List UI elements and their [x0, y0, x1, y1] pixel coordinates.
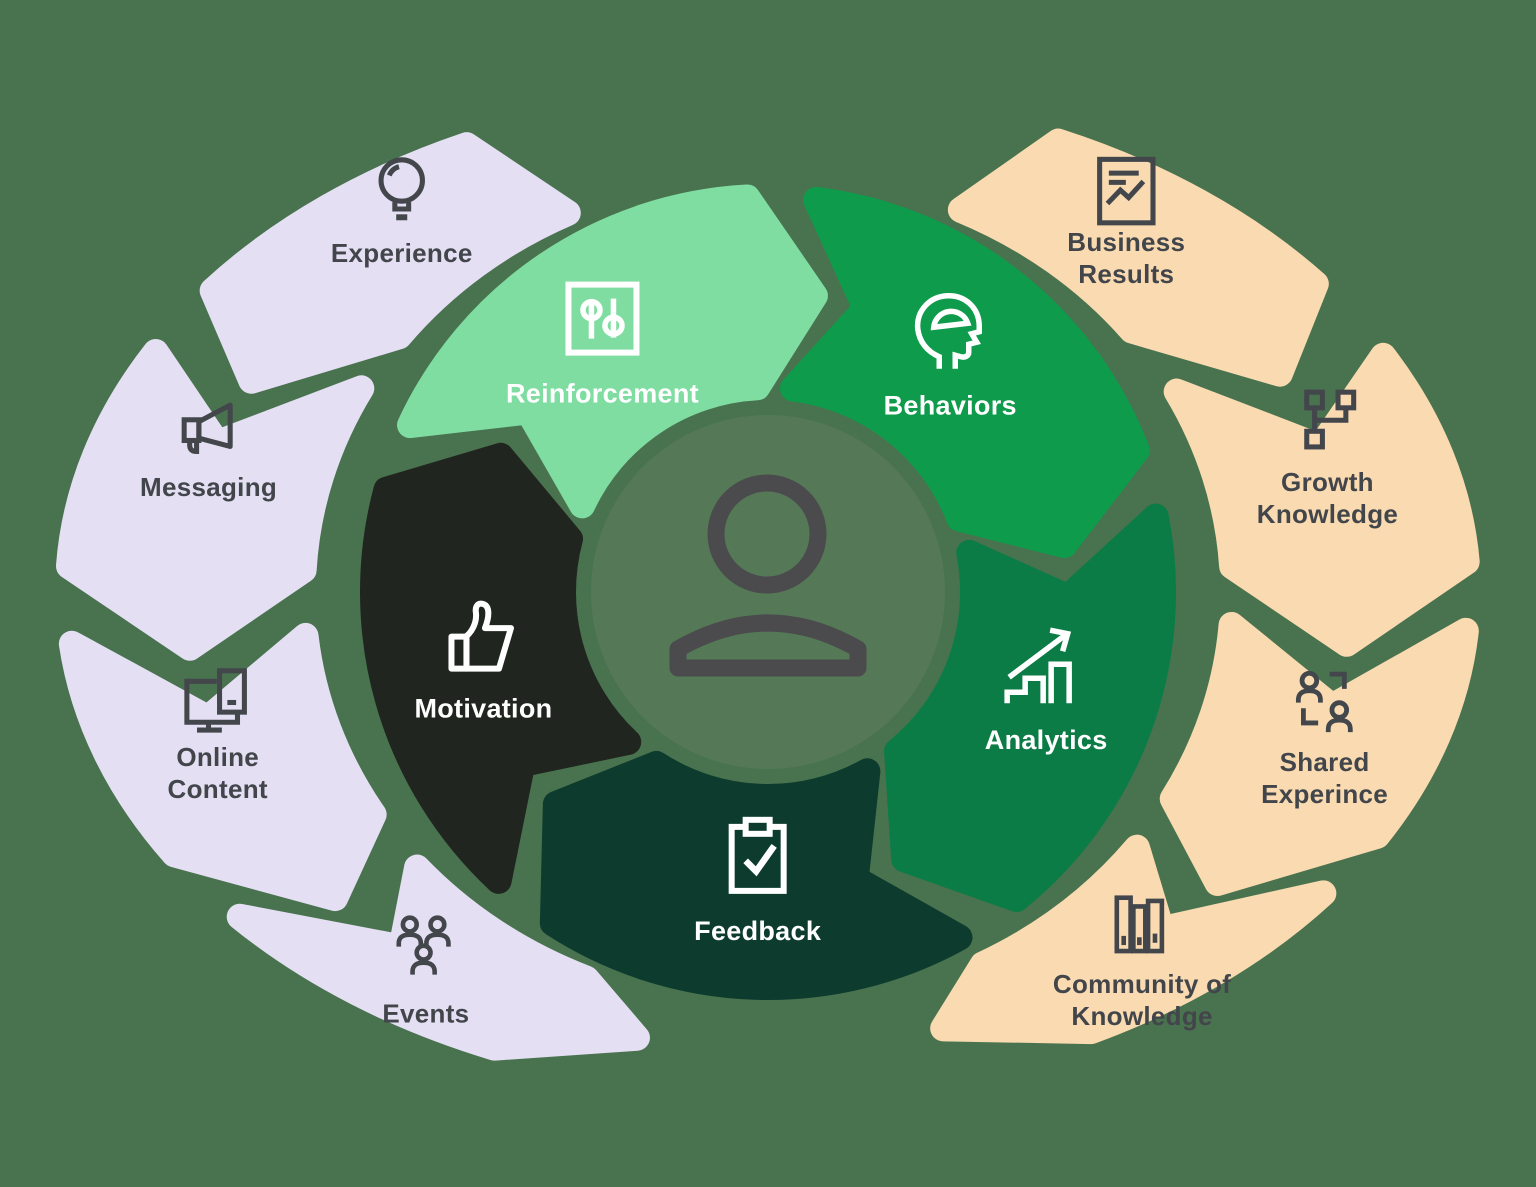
online-content-shape [58, 622, 387, 912]
org-nodes-icon [1304, 389, 1357, 450]
thumbs-up-icon [448, 600, 514, 672]
segment-feedback: Feedback [539, 750, 973, 1000]
segment-business-results: Business Results [947, 128, 1329, 387]
books-icon [1114, 895, 1165, 954]
segment-shared-experience: Shared Experince [1159, 611, 1479, 897]
outer-left-ring: Experience Messaging Online Content [55, 132, 650, 1061]
experience-label: Experience [331, 238, 473, 268]
inner-ring: Reinforcement Behaviors Analytics [360, 184, 1176, 1000]
motivation-label: Motivation [414, 694, 552, 724]
reinforcement-label: Reinforcement [506, 379, 699, 409]
community-knowledge-label-line1: Community of [1053, 969, 1231, 999]
segment-analytics: Analytics [884, 503, 1176, 912]
growth-knowledge-label-line2: Knowledge [1257, 499, 1398, 529]
shared-experience-label-line1: Shared [1280, 747, 1370, 777]
report-chart-icon [1097, 156, 1156, 226]
community-knowledge-label-line2: Knowledge [1071, 1001, 1212, 1031]
segment-behaviors: Behaviors [779, 186, 1150, 559]
segment-experience: Experience [199, 132, 581, 394]
messaging-shape [55, 339, 375, 661]
business-results-label-line1: Business [1067, 227, 1185, 257]
outer-right-ring: Business Results Growth Knowledge [930, 128, 1480, 1045]
growth-knowledge-shape [1163, 342, 1480, 657]
megaphone-icon [181, 402, 233, 455]
segment-messaging: Messaging [55, 339, 375, 661]
head-brain-icon [914, 292, 982, 369]
segment-online-content: Online Content [58, 622, 387, 912]
center-hub [591, 415, 945, 769]
shared-experience-shape [1159, 611, 1479, 897]
lightbulb-icon [378, 157, 425, 221]
events-label: Events [382, 999, 469, 1029]
people-share-icon [1295, 670, 1353, 733]
online-content-label-line1: Online [176, 742, 259, 772]
business-results-label-line2: Results [1078, 259, 1174, 289]
events-shape [226, 854, 650, 1061]
person-icon [669, 474, 867, 677]
analytics-shape [884, 503, 1176, 912]
clipboard-check-icon [728, 816, 787, 894]
analytics-label: Analytics [985, 725, 1108, 755]
segment-community-knowledge: Community of Knowledge [930, 834, 1337, 1045]
growth-chart-icon [1004, 627, 1072, 704]
sliders-icon [565, 281, 640, 356]
behaviors-shape [779, 186, 1150, 559]
segment-reinforcement: Reinforcement [397, 184, 828, 519]
shared-experience-label-line2: Experince [1261, 779, 1388, 809]
growth-knowledge-label-line1: Growth [1281, 467, 1374, 497]
people-group-icon [396, 915, 451, 975]
segment-events: Events [226, 854, 650, 1061]
online-content-label-line2: Content [168, 774, 268, 804]
messaging-label: Messaging [140, 472, 277, 502]
segment-growth-knowledge: Growth Knowledge [1163, 342, 1480, 657]
experience-shape [199, 132, 581, 394]
devices-icon [184, 668, 247, 733]
segment-motivation: Motivation [360, 442, 642, 894]
behaviors-label: Behaviors [884, 391, 1017, 421]
feedback-label: Feedback [694, 916, 822, 946]
